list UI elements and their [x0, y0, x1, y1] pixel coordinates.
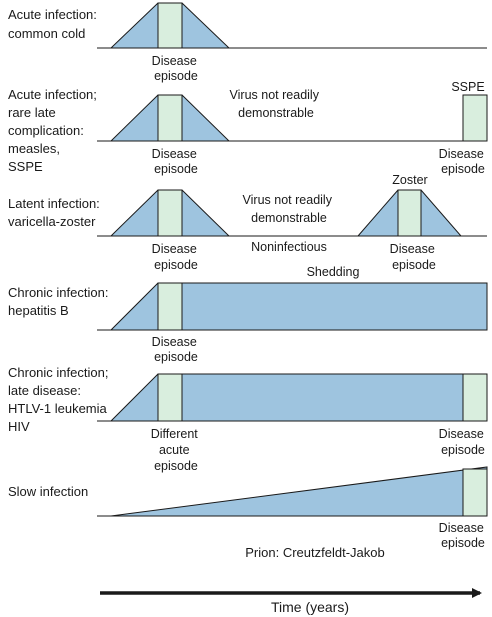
time-axis-label: Time (years) [271, 599, 349, 615]
row-chronic-late-disease: Chronic infection; late disease: HTLV-1 … [8, 365, 488, 473]
episode-label: Disease episode [439, 521, 488, 550]
chronic-infection-area [109, 282, 488, 331]
time-axis: Time (years) [100, 588, 482, 615]
row-label-htlv: Chronic infection; late disease: HTLV-1 … [8, 365, 112, 434]
episode-label: Disease episode [152, 54, 201, 83]
disease-episode-block [157, 94, 183, 142]
note-noninfectious: Noninfectious [251, 240, 327, 254]
late-disease-episode-block [462, 373, 488, 422]
episode-label: Disease episode [152, 242, 201, 272]
row-label-line: common cold [8, 26, 85, 41]
episode-label: Disease episode [439, 427, 488, 457]
disease-episode-block [157, 2, 183, 49]
disease-episode-block [157, 189, 183, 237]
row-measles-sspe: Acute infection; rare late complication:… [8, 80, 488, 176]
episode-label: Disease episode [390, 242, 439, 272]
row-latent-infection: Latent infection: varicella-zoster Disea… [8, 173, 487, 272]
note-shedding: Shedding [307, 265, 360, 279]
disease-episode-block [462, 468, 488, 517]
episode-label: Different acute episode [151, 427, 202, 473]
row-label-measles: Acute infection; rare late complication:… [8, 87, 101, 174]
disease-episode-block [157, 282, 183, 331]
row-label-slow: Slow infection [8, 484, 88, 499]
row-label-hepatitis-b: Chronic infection: hepatitis B [8, 285, 112, 318]
episode-label: Disease episode [439, 147, 488, 176]
acute-episode-block [157, 373, 183, 422]
episode-label: Disease episode [152, 147, 201, 176]
row-acute-infection: Acute infection: common cold Disease epi… [8, 2, 487, 83]
row-slow-infection: Slow infection Disease episode Prion: Cr… [8, 466, 488, 560]
row-label-latent: Latent infection: varicella-zoster [8, 196, 103, 229]
note-prion: Prion: Creutzfeldt-Jakob [245, 545, 384, 560]
row-label-line: Acute infection: [8, 7, 97, 22]
note-sspe: SSPE [451, 80, 484, 94]
note-zoster: Zoster [392, 173, 427, 187]
zoster-episode-block [397, 189, 422, 237]
slow-infection-area [110, 466, 488, 517]
note-virus-not-demonstrable: Virus not readily demonstrable [243, 193, 336, 225]
note-virus-not-demonstrable: Virus not readily demonstrable [230, 88, 323, 120]
row-label-acute: Acute infection: common cold [8, 7, 101, 41]
episode-label: Disease episode [152, 335, 201, 364]
row-chronic-hepatitis-b: Chronic infection: hepatitis B Shedding … [8, 265, 488, 364]
sspe-episode-block [462, 94, 488, 142]
